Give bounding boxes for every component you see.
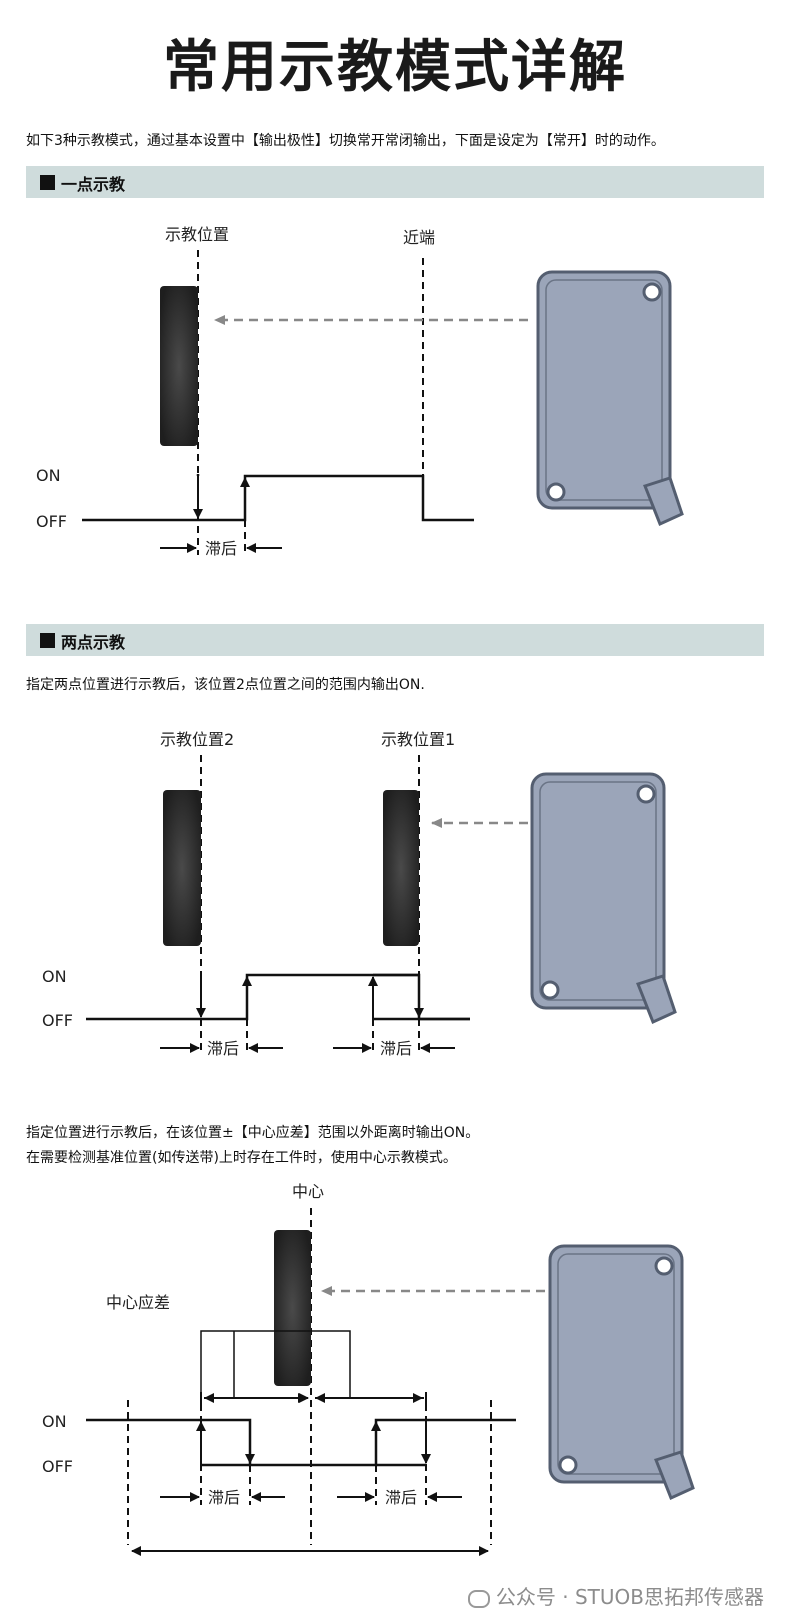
target-object-1 bbox=[383, 790, 419, 946]
output-waveform bbox=[86, 1418, 516, 1467]
section-header-one-point: 一点示教 bbox=[26, 166, 764, 198]
center-desc-2: 在需要检测基准位置(如传送带)上时存在工件时，使用中心示教模式。 bbox=[26, 1150, 457, 1166]
center-teach-diagram: 中心 中心应差 ON OFF 滞后 滞后 bbox=[42, 1182, 695, 1556]
target-object bbox=[274, 1230, 311, 1386]
page-title: 常用示教模式详解 bbox=[163, 35, 627, 100]
label-near-end: 近端 bbox=[403, 228, 435, 247]
sensor-icon bbox=[536, 270, 684, 527]
lag-label-2: 滞后 bbox=[380, 1039, 412, 1058]
on-label: ON bbox=[42, 1412, 67, 1431]
lag-label: 滞后 bbox=[205, 539, 237, 558]
lag-label-2: 滞后 bbox=[385, 1488, 417, 1507]
label-teach-position-2: 示教位置2 bbox=[160, 730, 234, 749]
intro-text: 如下3种示教模式，通过基本设置中【输出极性】切换常开常闭输出，下面是设定为【常开… bbox=[26, 133, 665, 149]
off-label: OFF bbox=[36, 512, 67, 531]
two-point-diagram: 示教位置2 示教位置1 ON OFF 滞后 滞后 bbox=[42, 730, 677, 1058]
output-waveform bbox=[82, 474, 474, 522]
off-label: OFF bbox=[42, 1011, 73, 1030]
one-point-diagram: 示教位置 近端 ON OFF 滞后 bbox=[36, 225, 684, 558]
section-header-two-point: 两点示教 bbox=[26, 624, 764, 656]
off-label: OFF bbox=[42, 1457, 73, 1476]
square-bullet-icon bbox=[40, 175, 55, 190]
sensor-icon bbox=[548, 1244, 695, 1501]
lag-label-1: 滞后 bbox=[208, 1488, 240, 1507]
label-center-tolerance: 中心应差 bbox=[106, 1293, 170, 1312]
label-teach-position: 示教位置 bbox=[165, 225, 229, 244]
lag-label-1: 滞后 bbox=[207, 1039, 239, 1058]
square-bullet-icon bbox=[40, 633, 55, 648]
watermark-text: 公众号 · STUOB思拓邦传感器 bbox=[495, 1585, 764, 1609]
on-label: ON bbox=[36, 466, 61, 485]
target-object-2 bbox=[163, 790, 201, 946]
label-teach-position-1: 示教位置1 bbox=[381, 730, 455, 749]
wechat-icon bbox=[467, 1589, 490, 1608]
label-center: 中心 bbox=[292, 1182, 324, 1201]
target-object bbox=[160, 286, 198, 446]
output-waveform bbox=[86, 973, 470, 1021]
center-desc-1: 指定位置进行示教后，在该位置±【中心应差】范围以外距离时输出ON。 bbox=[26, 1125, 480, 1141]
on-label: ON bbox=[42, 967, 67, 986]
two-point-desc: 指定两点位置进行示教后，该位置2点位置之间的范围内输出ON. bbox=[26, 677, 425, 693]
watermark: 公众号 · STUOB思拓邦传感器 bbox=[467, 1581, 764, 1610]
sensor-icon bbox=[530, 772, 677, 1025]
